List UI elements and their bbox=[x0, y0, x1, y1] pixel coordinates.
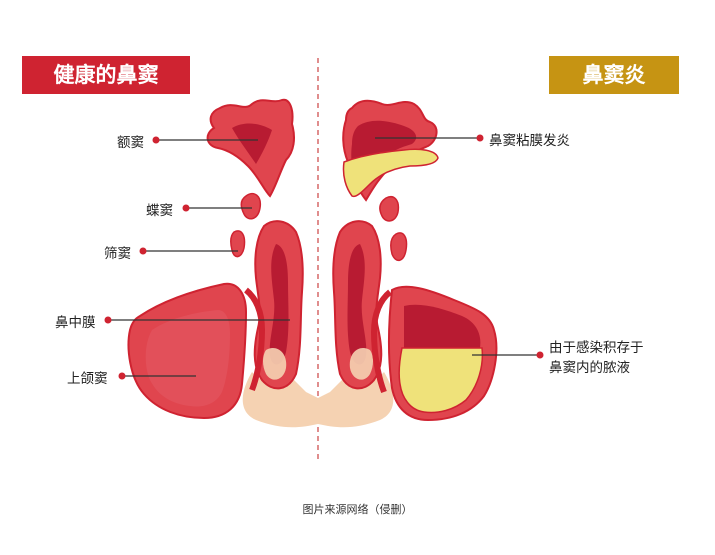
leader-lines bbox=[108, 137, 540, 377]
healthy-sinus-banner: 健康的鼻窦 bbox=[22, 56, 190, 94]
label-sphenoid-sinus: 蝶窦 bbox=[146, 203, 173, 219]
healthy-side bbox=[127, 98, 304, 420]
label-frontal-sinus: 额窦 bbox=[117, 135, 144, 151]
label-middle-turbinate: 鼻中膜 bbox=[55, 315, 96, 331]
leader-dots bbox=[104, 134, 544, 380]
image-caption: 图片来源网络（侵删） bbox=[302, 503, 413, 516]
frontal-pus bbox=[342, 148, 439, 198]
maxillary-pus bbox=[398, 347, 484, 414]
sinusitis-banner: 鼻窦炎 bbox=[549, 56, 679, 94]
sphenoid-sinus-left bbox=[240, 192, 262, 220]
label-mucosal-inflammation: 鼻窦粘膜发炎 bbox=[489, 133, 570, 149]
ethmoid-sinus-left bbox=[229, 230, 246, 258]
label-pus-line2: 鼻窦内的脓液 bbox=[549, 360, 630, 376]
label-maxillary-sinus: 上颌窦 bbox=[67, 371, 108, 387]
sinusitis-side bbox=[332, 99, 498, 422]
label-pus-line1: 由于感染积存于 bbox=[549, 340, 644, 356]
ethmoid-sinus-right bbox=[390, 232, 408, 262]
label-ethmoid-sinus: 筛窦 bbox=[104, 246, 131, 262]
sphenoid-sinus-right bbox=[379, 196, 400, 222]
